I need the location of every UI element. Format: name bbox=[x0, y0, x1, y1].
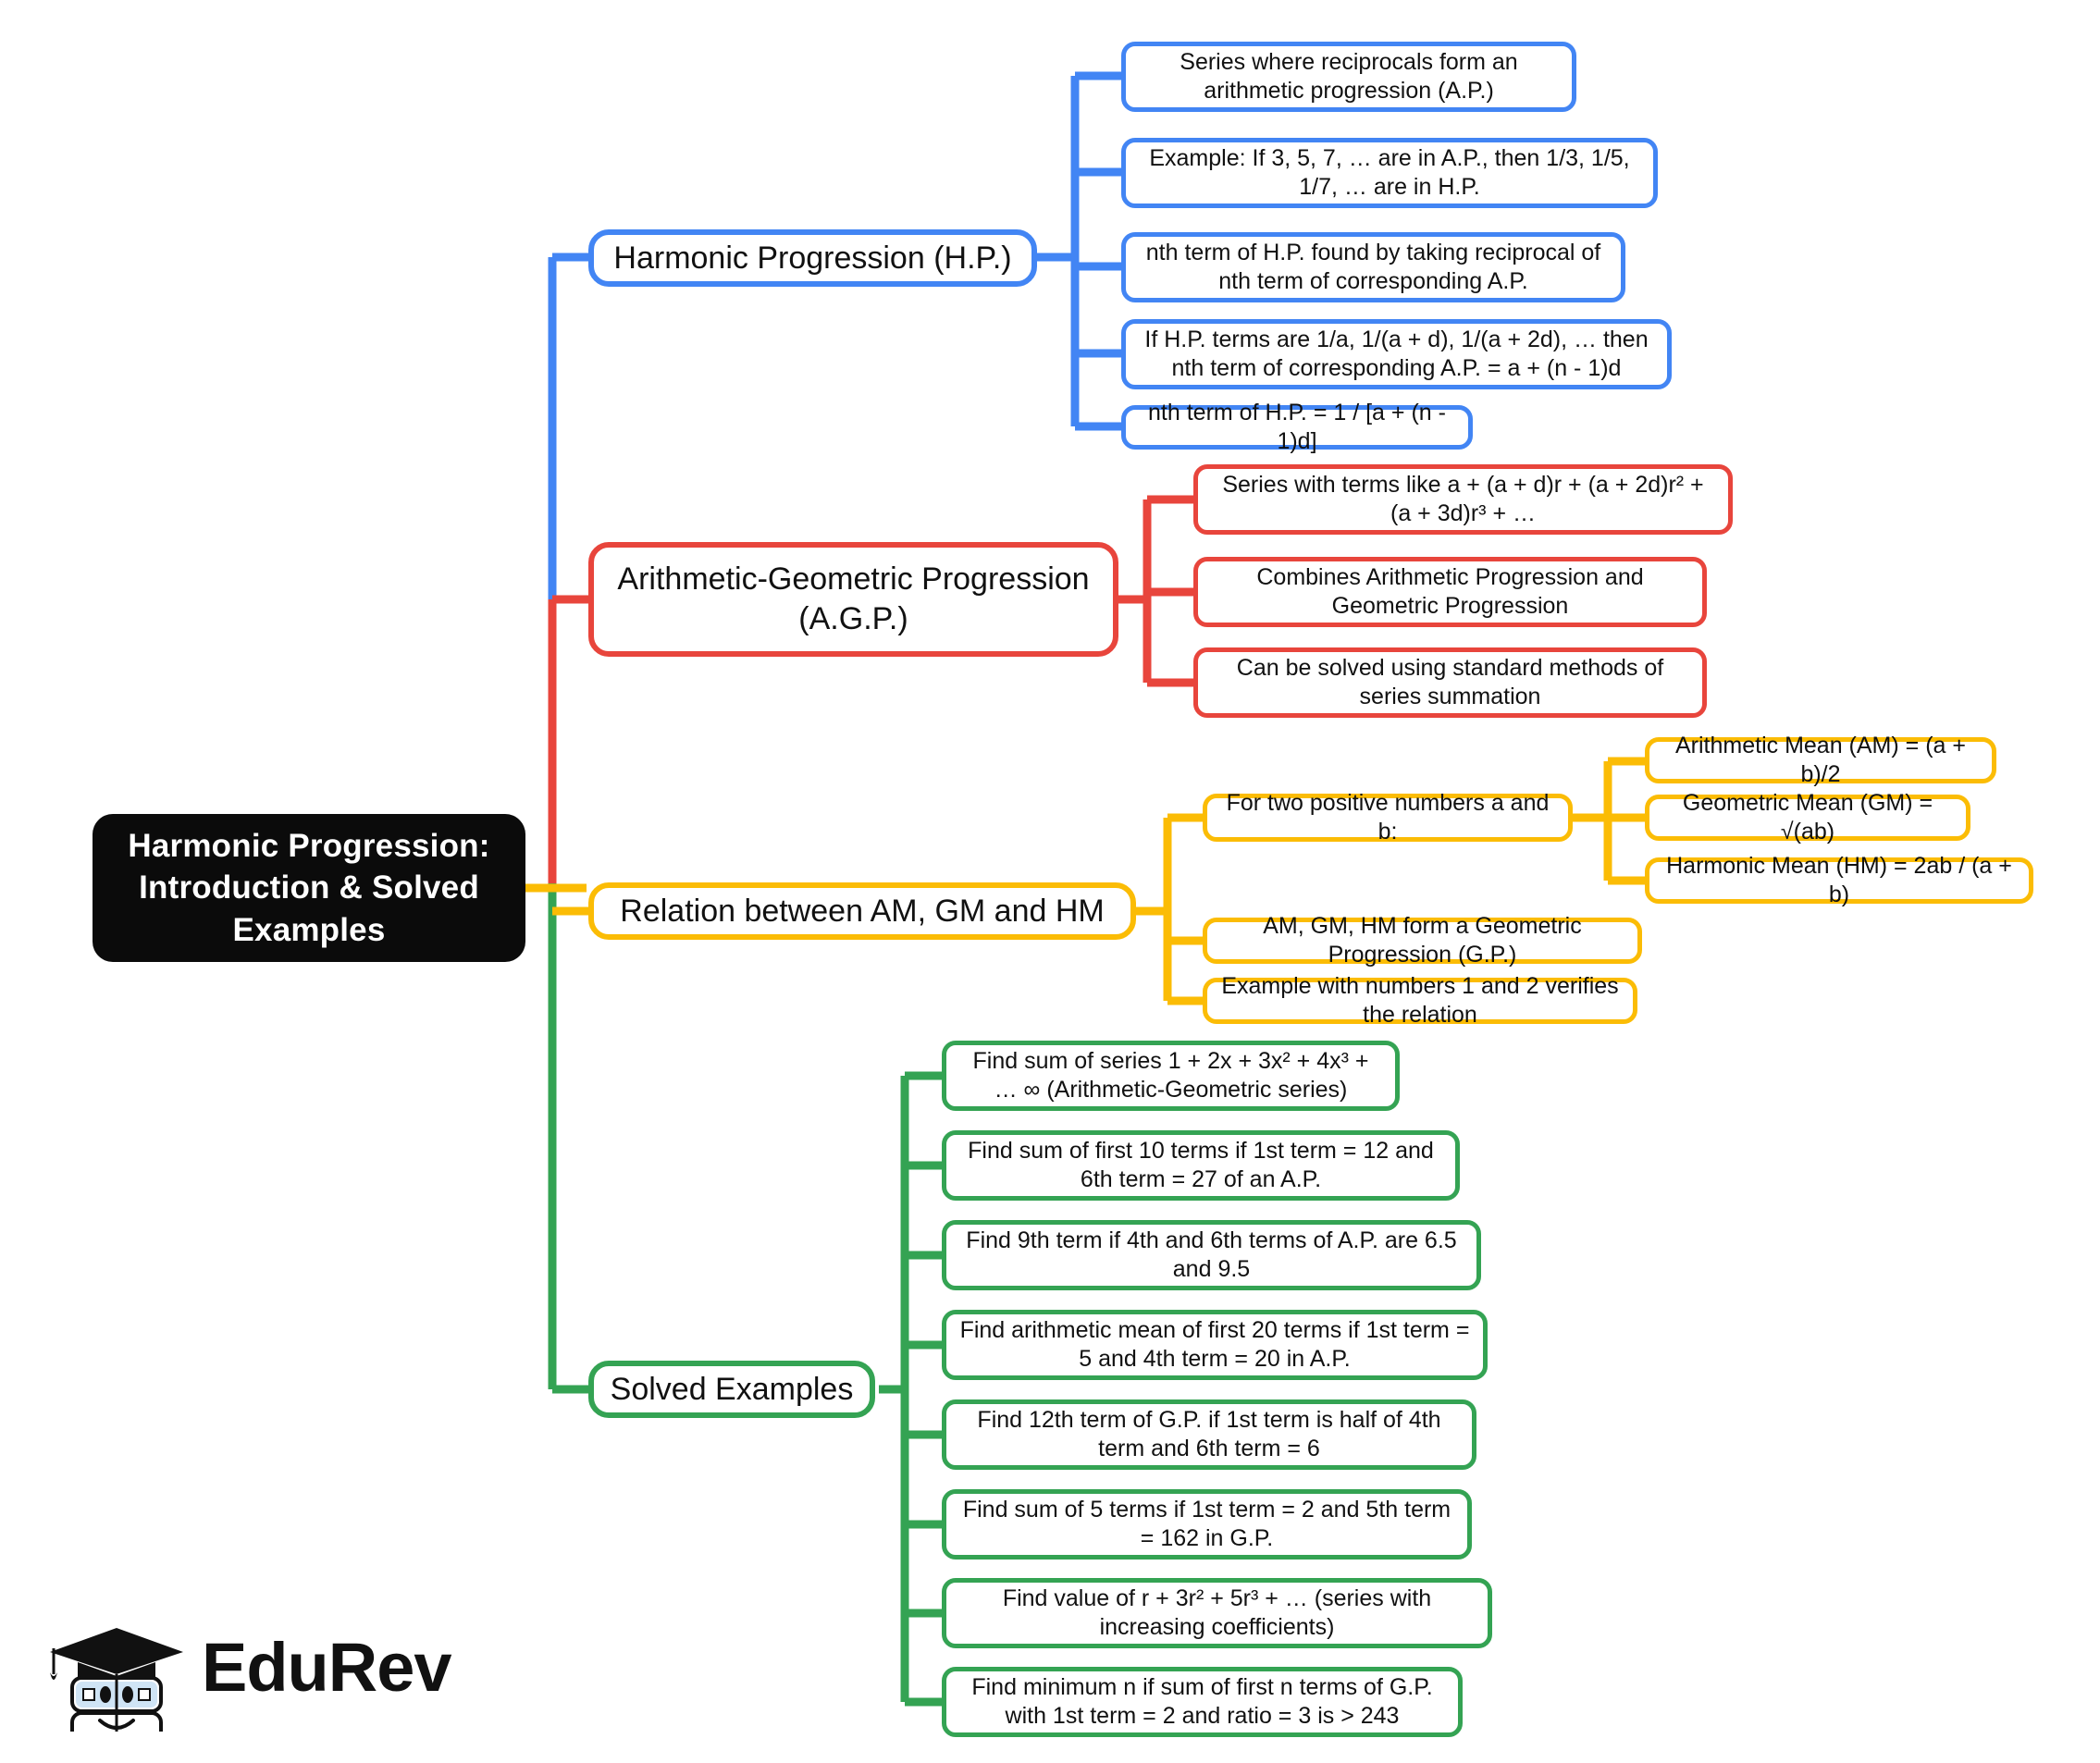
leaf-label: Find 9th term if 4th and 6th terms of A.… bbox=[966, 1227, 1457, 1283]
leaf-label: Find sum of first 10 terms if 1st term =… bbox=[968, 1137, 1434, 1193]
branch-solved-examples[interactable]: Solved Examples bbox=[588, 1361, 875, 1418]
leaf-label: Example: If 3, 5, 7, … are in A.P., then… bbox=[1149, 144, 1630, 201]
leaf-label: Example with numbers 1 and 2 verifies th… bbox=[1221, 972, 1619, 1029]
leaf-hp-5[interactable]: nth term of H.P. = 1 / [a + (n - 1)d] bbox=[1121, 400, 1473, 454]
leaf-hp-2[interactable]: Example: If 3, 5, 7, … are in A.P., then… bbox=[1121, 138, 1658, 208]
branch-arithmetic-geometric-progression[interactable]: Arithmetic-Geometric Progression (A.G.P.… bbox=[588, 542, 1118, 657]
leaf-label: Find 12th term of G.P. if 1st term is ha… bbox=[977, 1406, 1441, 1462]
leaf-solved-1[interactable]: Find sum of series 1 + 2x + 3x² + 4x³ + … bbox=[942, 1041, 1400, 1111]
leaf-hp-3[interactable]: nth term of H.P. found by taking recipro… bbox=[1121, 232, 1625, 302]
branch-label: Harmonic Progression (H.P.) bbox=[613, 240, 1012, 276]
leaf-hp-1[interactable]: Series where reciprocals form an arithme… bbox=[1121, 42, 1576, 112]
branch-label: Relation between AM, GM and HM bbox=[620, 893, 1105, 929]
leaf-hp-4[interactable]: If H.P. terms are 1/a, 1/(a + d), 1/(a +… bbox=[1121, 319, 1672, 389]
leaf-label: nth term of H.P. found by taking recipro… bbox=[1145, 239, 1601, 295]
leaf-label: Find arithmetic mean of first 20 terms i… bbox=[959, 1316, 1470, 1373]
leaf-agp-2[interactable]: Combines Arithmetic Progression and Geom… bbox=[1193, 557, 1707, 627]
root-title: Harmonic Progression: Introduction & Sol… bbox=[128, 827, 490, 948]
leaf-solved-2[interactable]: Find sum of first 10 terms if 1st term =… bbox=[942, 1130, 1460, 1201]
leaf-label: Find sum of 5 terms if 1st term = 2 and … bbox=[962, 1496, 1451, 1552]
leaf-agp-3[interactable]: Can be solved using standard methods of … bbox=[1193, 647, 1707, 718]
leaf-solved-6[interactable]: Find sum of 5 terms if 1st term = 2 and … bbox=[942, 1489, 1472, 1560]
edurev-wordmark: EduRev bbox=[202, 1629, 452, 1706]
leaf-arithmetic-mean[interactable]: Arithmetic Mean (AM) = (a + b)/2 bbox=[1645, 733, 1996, 787]
leaf-solved-3[interactable]: Find 9th term if 4th and 6th terms of A.… bbox=[942, 1220, 1481, 1290]
leaf-label: Harmonic Mean (HM) = 2ab / (a + b) bbox=[1666, 852, 2012, 908]
leaf-harmonic-mean[interactable]: Harmonic Mean (HM) = 2ab / (a + b) bbox=[1645, 853, 2033, 907]
leaf-label: Find minimum n if sum of first n terms o… bbox=[971, 1673, 1433, 1730]
leaf-label: For two positive numbers a and b: bbox=[1226, 789, 1550, 845]
leaf-label: Series where reciprocals form an arithme… bbox=[1180, 48, 1518, 105]
leaf-label: Can be solved using standard methods of … bbox=[1236, 654, 1664, 710]
leaf-label: Combines Arithmetic Progression and Geom… bbox=[1256, 563, 1644, 620]
branch-harmonic-progression[interactable]: Harmonic Progression (H.P.) bbox=[588, 229, 1037, 287]
leaf-example-1-and-2[interactable]: Example with numbers 1 and 2 verifies th… bbox=[1203, 973, 1637, 1028]
leaf-solved-4[interactable]: Find arithmetic mean of first 20 terms i… bbox=[942, 1310, 1488, 1380]
leaf-geometric-mean[interactable]: Geometric Mean (GM) = √(ab) bbox=[1645, 790, 1970, 845]
graduate-book-mascot-icon bbox=[50, 1628, 183, 1746]
edurev-logo: EduRev bbox=[44, 1621, 452, 1746]
leaf-agp-1[interactable]: Series with terms like a + (a + d)r + (a… bbox=[1193, 464, 1733, 535]
leaf-two-positive-numbers[interactable]: For two positive numbers a and b: bbox=[1203, 790, 1573, 845]
branch-label: Solved Examples bbox=[610, 1371, 854, 1407]
leaf-label: Find value of r + 3r² + 5r³ + … (series … bbox=[1002, 1584, 1432, 1641]
leaf-label: Series with terms like a + (a + d)r + (a… bbox=[1222, 471, 1704, 527]
leaf-label: Geometric Mean (GM) = √(ab) bbox=[1682, 789, 1933, 845]
leaf-solved-7[interactable]: Find value of r + 3r² + 5r³ + … (series … bbox=[942, 1578, 1492, 1648]
leaf-label: Arithmetic Mean (AM) = (a + b)/2 bbox=[1675, 732, 1966, 788]
leaf-solved-5[interactable]: Find 12th term of G.P. if 1st term is ha… bbox=[942, 1399, 1476, 1470]
leaf-label: AM, GM, HM form a Geometric Progression … bbox=[1263, 912, 1582, 968]
branch-relation-am-gm-hm[interactable]: Relation between AM, GM and HM bbox=[588, 882, 1136, 940]
leaf-solved-8[interactable]: Find minimum n if sum of first n terms o… bbox=[942, 1667, 1463, 1737]
leaf-am-gm-hm-gp[interactable]: AM, GM, HM form a Geometric Progression … bbox=[1203, 913, 1642, 968]
root-node[interactable]: Harmonic Progression: Introduction & Sol… bbox=[93, 814, 525, 962]
leaf-label: Find sum of series 1 + 2x + 3x² + 4x³ + … bbox=[972, 1047, 1369, 1103]
leaf-label: If H.P. terms are 1/a, 1/(a + d), 1/(a +… bbox=[1144, 326, 1649, 382]
leaf-label: nth term of H.P. = 1 / [a + (n - 1)d] bbox=[1148, 399, 1446, 455]
branch-label: Arithmetic-Geometric Progression (A.G.P.… bbox=[617, 561, 1090, 636]
